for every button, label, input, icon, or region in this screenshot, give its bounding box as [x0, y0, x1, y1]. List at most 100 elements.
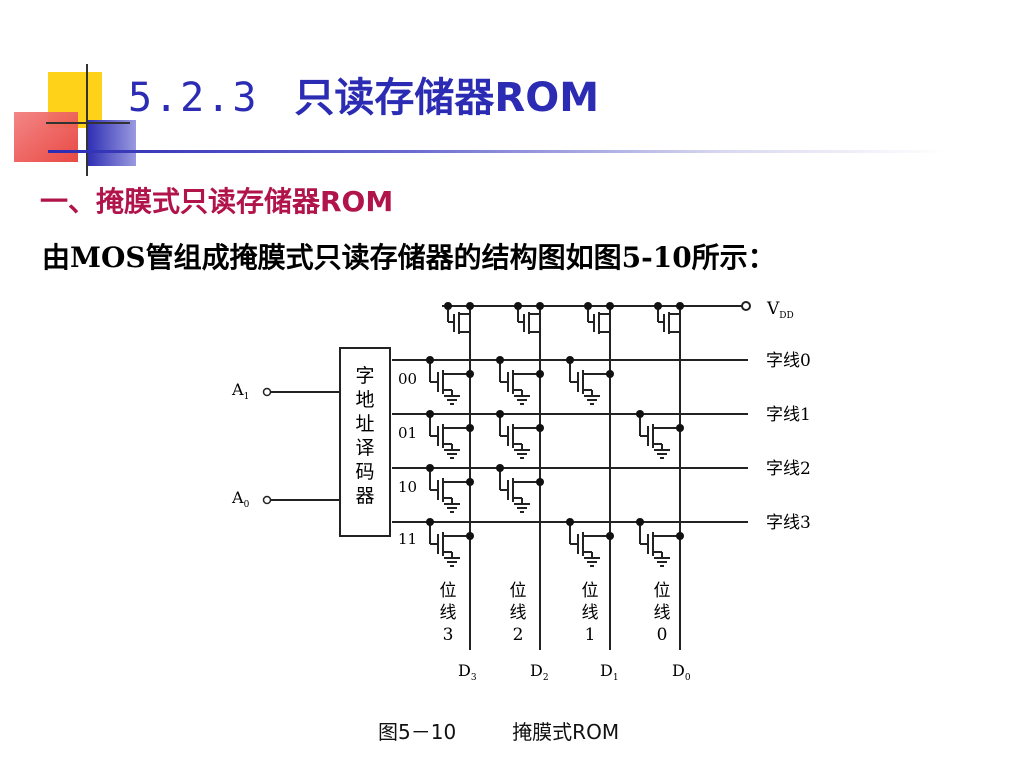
- svg-text:D3: D3: [458, 661, 477, 683]
- svg-text:址: 址: [355, 413, 374, 435]
- svg-text:地: 地: [355, 389, 374, 411]
- cell-transistor-3-0: [429, 522, 470, 567]
- deco-vertical-line: [86, 64, 88, 176]
- svg-text:3: 3: [443, 625, 454, 645]
- load-transistor-1: [517, 306, 540, 334]
- junction-dot: [606, 302, 614, 310]
- svg-text:字线0: 字线0: [766, 351, 811, 371]
- input-a0-terminal: [262, 495, 272, 505]
- load-transistor-3: [657, 306, 680, 334]
- junction-dot: [676, 532, 684, 540]
- deco-red-square: [14, 112, 78, 162]
- svg-text:D2: D2: [530, 661, 549, 683]
- output-labels: D3 D2 D1 D0: [458, 661, 691, 683]
- svg-text:11: 11: [398, 530, 417, 548]
- junction-dot: [636, 518, 644, 526]
- load-transistor-0: [447, 306, 470, 334]
- junction-dot: [514, 302, 522, 310]
- junction-dot: [496, 464, 504, 472]
- page-title: 5.2.3 只读存储器ROM: [128, 70, 599, 126]
- cell-transistor-1-3: [639, 414, 680, 459]
- address-decoder: [339, 347, 391, 537]
- junction-dot: [426, 464, 434, 472]
- cell-transistor-0-2: [569, 360, 610, 405]
- figure-caption: 图5－10 掩膜式ROM: [378, 716, 619, 745]
- junction-dot: [536, 302, 544, 310]
- caption-text: 掩膜式ROM: [512, 720, 620, 744]
- cell-transistor-1-1: [499, 414, 540, 459]
- address-labels: 00 01 10 11: [398, 370, 417, 548]
- input-a1-terminal: [262, 387, 272, 397]
- svg-text:器: 器: [355, 485, 374, 507]
- svg-text:D0: D0: [672, 661, 691, 683]
- junction-dot: [536, 370, 544, 378]
- junction-dot: [466, 424, 474, 432]
- svg-text:1: 1: [585, 625, 596, 645]
- junction-dot: [636, 410, 644, 418]
- cell-transistor-3-2: [569, 522, 610, 567]
- junction-dot: [466, 302, 474, 310]
- svg-text:字线1: 字线1: [766, 405, 811, 425]
- junction-dot: [566, 356, 574, 364]
- word-line-labels: 字线0 字线1 字线2 字线3: [766, 351, 811, 533]
- junction-dot: [466, 478, 474, 486]
- junction-dot: [566, 518, 574, 526]
- junction-dot: [444, 302, 452, 310]
- svg-text:01: 01: [398, 424, 417, 442]
- vdd-label: VDD: [766, 299, 794, 321]
- junction-dot: [606, 370, 614, 378]
- body-paragraph: 由MOS管组成掩膜式只读存储器的结构图如图5-10所示：: [42, 241, 776, 274]
- svg-text:字: 字: [355, 365, 374, 387]
- svg-text:D1: D1: [600, 661, 619, 683]
- cell-transistor-1-0: [429, 414, 470, 459]
- title-number: 5.2.3: [128, 75, 259, 121]
- junction-dot: [676, 424, 684, 432]
- svg-text:字线2: 字线2: [766, 459, 811, 479]
- svg-text:0: 0: [657, 625, 668, 645]
- svg-text:字线3: 字线3: [766, 513, 811, 533]
- svg-text:10: 10: [398, 478, 417, 496]
- bit-line-labels: 位 线 3 位 线 2 位 线 1 位 线 0: [440, 581, 671, 645]
- svg-text:2: 2: [513, 625, 524, 645]
- cell-transistor-3-3: [639, 522, 680, 567]
- cell-transistor-2-0: [429, 468, 470, 513]
- deco-horizontal-line: [46, 122, 130, 124]
- svg-text:位: 位: [582, 581, 599, 601]
- cell-transistor-0-0: [429, 360, 470, 405]
- svg-text:00: 00: [398, 370, 417, 388]
- section-heading: 一、掩膜式只读存储器ROM: [40, 185, 394, 218]
- svg-text:线: 线: [510, 603, 527, 623]
- junction-dot: [466, 370, 474, 378]
- junction-dot: [536, 424, 544, 432]
- junction-dot: [466, 532, 474, 540]
- svg-text:线: 线: [582, 603, 599, 623]
- title-text: 只读存储器ROM: [294, 75, 600, 121]
- junction-dots: [426, 302, 684, 540]
- title-underline: [48, 150, 948, 153]
- input-a0-label: A0: [231, 488, 250, 510]
- caption-figure-number: 图5－10: [378, 720, 457, 744]
- deco-blue-square: [86, 120, 136, 166]
- svg-text:位: 位: [440, 581, 457, 601]
- junction-dot: [426, 518, 434, 526]
- junction-dot: [536, 478, 544, 486]
- junction-dot: [676, 302, 684, 310]
- input-a1-label: A1: [231, 380, 249, 402]
- svg-text:线: 线: [654, 603, 671, 623]
- svg-text:位: 位: [654, 581, 671, 601]
- svg-text:码: 码: [355, 461, 374, 483]
- junction-dot: [426, 410, 434, 418]
- load-transistors: [447, 306, 680, 334]
- junction-dot: [426, 356, 434, 364]
- junction-dot: [654, 302, 662, 310]
- decoder-label: 字 地 址 译 码 器: [355, 365, 374, 507]
- cell-transistor-2-1: [499, 468, 540, 513]
- svg-text:线: 线: [440, 603, 457, 623]
- junction-dot: [606, 532, 614, 540]
- cell-transistor-0-1: [499, 360, 540, 405]
- load-transistor-2: [587, 306, 610, 334]
- junction-dot: [496, 356, 504, 364]
- vdd-terminal: [741, 301, 751, 311]
- svg-text:译: 译: [355, 437, 374, 459]
